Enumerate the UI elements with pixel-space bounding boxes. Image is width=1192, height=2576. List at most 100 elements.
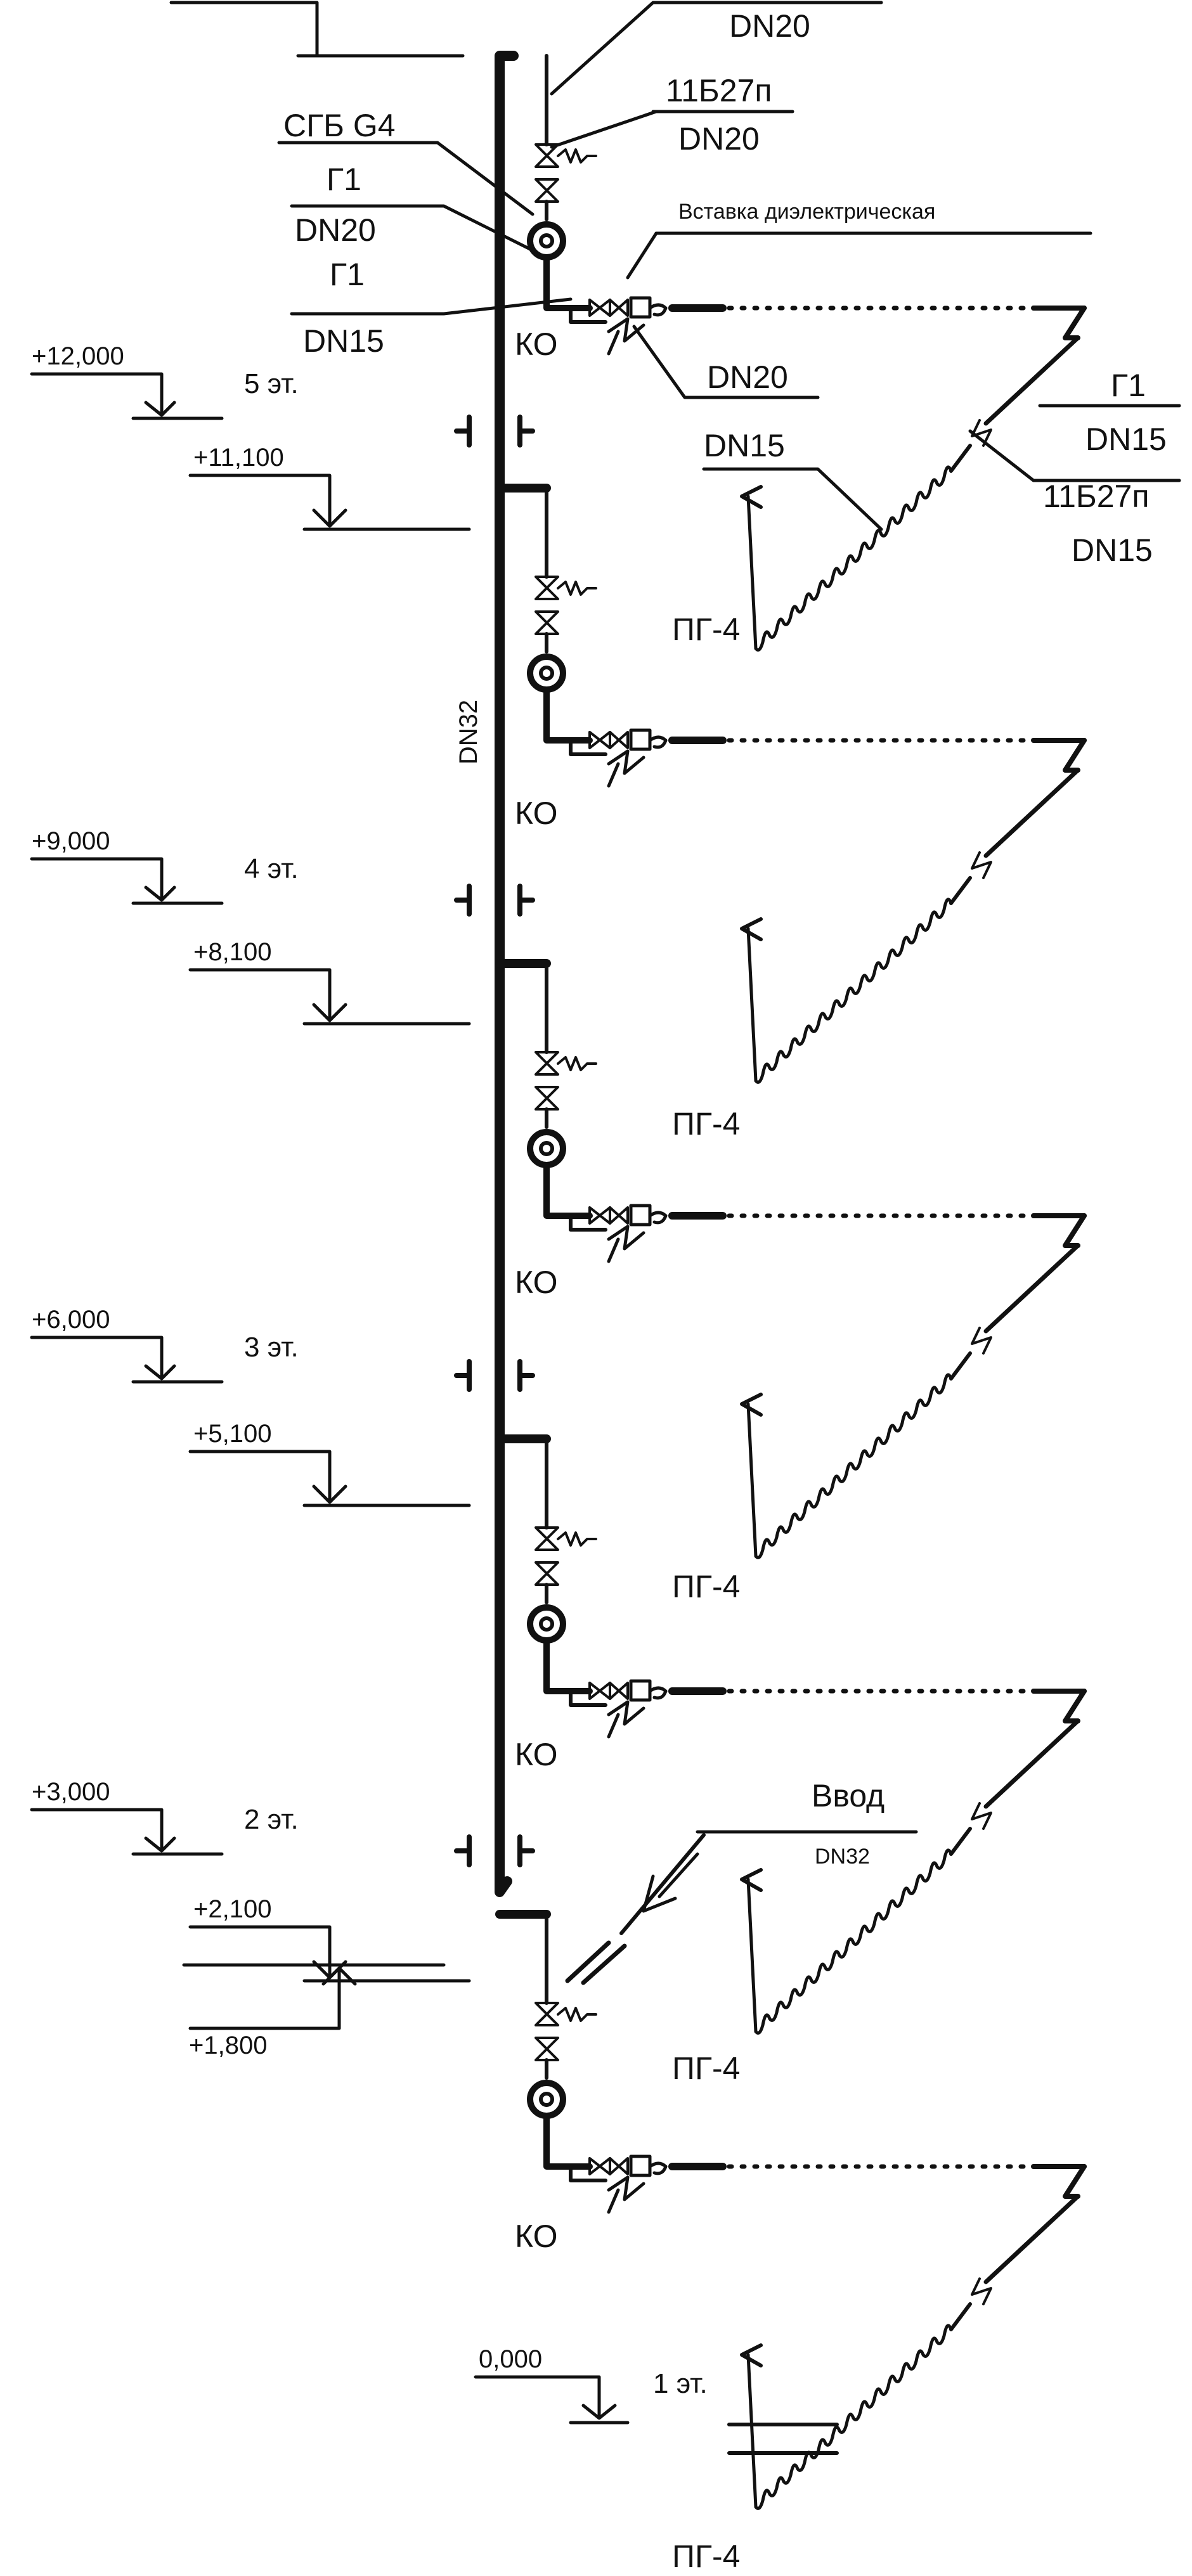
branch-5-to-stove bbox=[543, 2113, 593, 2170]
branch-4-diag-valve-icon bbox=[971, 1802, 992, 1830]
ko-label-5: КО bbox=[515, 2219, 557, 2254]
g1-leader bbox=[290, 204, 541, 255]
branch-3-valve4-icon bbox=[609, 1206, 629, 1225]
branch-3-meter-icon bbox=[527, 1129, 566, 1168]
dn15-pipe-label: DN15 bbox=[704, 428, 785, 463]
dn15-pipe-leader bbox=[702, 467, 883, 531]
floor-marker-1-icon bbox=[30, 372, 224, 420]
sgb-leader bbox=[277, 141, 534, 216]
branch-1-spring-icon bbox=[557, 148, 597, 164]
branch-1-flex-hose bbox=[754, 465, 953, 652]
branch-2-diag-seg bbox=[949, 876, 972, 905]
dn15-right-label: DN15 bbox=[1085, 422, 1167, 457]
branch-3-insert-icon bbox=[629, 1204, 652, 1227]
branch-5-ko-hose2 bbox=[607, 2188, 620, 2214]
dn20-valve-label: DN20 bbox=[678, 121, 760, 157]
inlet-label: Ввод bbox=[812, 1778, 884, 1813]
valve-type-label: 11Б27п bbox=[666, 73, 772, 108]
branch-5-ko-hose bbox=[607, 2175, 645, 2201]
branch-2-to-stove bbox=[543, 686, 593, 744]
branch-4-ko-bracket bbox=[569, 1689, 607, 1707]
branch-4-to-stove bbox=[543, 1637, 593, 1694]
branch-1-ko-hose2 bbox=[607, 330, 620, 356]
branch-2-ko-bracket bbox=[569, 738, 607, 756]
ceiling-marker-3-icon bbox=[188, 1450, 471, 1507]
branch-1-valve4-icon bbox=[609, 299, 629, 317]
floor-name-2: 4 эт. bbox=[244, 853, 299, 884]
inlet-pipe bbox=[619, 1833, 706, 1935]
riser-clamp-1b-icon bbox=[517, 415, 535, 448]
branch-4-ko-hose bbox=[607, 1700, 645, 1726]
branch-2-heater-arrow-icon bbox=[740, 917, 763, 941]
ceiling-marker-1-icon bbox=[188, 473, 471, 531]
floor-name-4: 2 эт. bbox=[244, 1804, 299, 1835]
ceiling-marker-2-icon bbox=[188, 968, 471, 1026]
branch-4-heater-arrow-icon bbox=[740, 1868, 763, 1892]
branch-1-valve-icon bbox=[534, 143, 559, 168]
inlet-arrow-shaft bbox=[658, 1852, 699, 1898]
branch-2-meter-inner-icon bbox=[539, 666, 554, 681]
branch-5-diag-valve-icon bbox=[971, 2277, 992, 2305]
branch-3-ko-hose2 bbox=[607, 1237, 620, 1263]
branch-4-insert-end bbox=[648, 1686, 668, 1700]
valve-right-label: 11Б27п bbox=[1043, 479, 1149, 514]
ground-hatch-icon bbox=[727, 2423, 839, 2455]
branch-2-diag-pipe bbox=[983, 768, 1080, 858]
branch-5-break-icon bbox=[1063, 2164, 1087, 2199]
diagram-lines bbox=[30, 1, 1181, 2510]
floor-marker-4-icon bbox=[30, 1808, 224, 1856]
branch-1-insert-icon bbox=[629, 296, 652, 319]
branch-2-spring-icon bbox=[557, 581, 597, 596]
branch-2-diag-valve-icon bbox=[971, 851, 992, 879]
branch-4-heater-line bbox=[746, 1877, 758, 2033]
floor-elev-5: 0,000 bbox=[479, 2345, 542, 2373]
g1b-label: Г1 bbox=[330, 257, 365, 292]
branch-1-valve2-icon bbox=[534, 178, 559, 203]
branch-2-insert-icon bbox=[629, 728, 652, 751]
dn20-bot-label: DN20 bbox=[707, 359, 788, 395]
branch-3-meter-inner-icon bbox=[539, 1141, 554, 1156]
floor-name-1: 5 эт. bbox=[244, 368, 299, 399]
branch-3-ko-hose bbox=[607, 1225, 645, 1251]
branch-5-spring-icon bbox=[557, 2007, 597, 2022]
branch-5-diag-seg bbox=[949, 2302, 972, 2331]
riser-clamp-1-icon bbox=[454, 415, 472, 448]
branch-1-meter-inner-icon bbox=[539, 233, 554, 248]
branch-1-diag-pipe bbox=[983, 335, 1080, 426]
floor-elev-1: +12,000 bbox=[32, 342, 124, 370]
branch-4-diag-seg bbox=[949, 1827, 972, 1856]
branch-1-break-icon bbox=[1063, 306, 1087, 340]
g1-right-label: Г1 bbox=[1111, 368, 1146, 403]
branch-3-heater-line bbox=[746, 1402, 758, 1558]
branch-3-heater-arrow-icon bbox=[740, 1393, 763, 1417]
branch-2-flex-hose bbox=[754, 898, 953, 1084]
top-left-marker bbox=[169, 1, 465, 58]
branch-5-valve2-icon bbox=[534, 2037, 559, 2061]
riser-clamp-4-icon bbox=[454, 1834, 472, 1867]
dn20-label: DN20 bbox=[295, 212, 376, 248]
branch-2-ko-hose bbox=[607, 749, 645, 775]
branch-3-spring-icon bbox=[557, 1056, 597, 1071]
branch-2-valve-icon bbox=[534, 576, 559, 600]
branch-1-heater-line bbox=[746, 494, 758, 650]
riser-clamp-2-icon bbox=[454, 884, 472, 917]
branch-5-meter-inner-icon bbox=[539, 2092, 554, 2107]
branch-3-to-stove bbox=[543, 1162, 593, 1219]
branch-4-valve2-icon bbox=[534, 1561, 559, 1586]
g1b-leader bbox=[290, 297, 573, 316]
valve-type-leader bbox=[550, 110, 658, 149]
dn15-right2-label: DN15 bbox=[1072, 532, 1153, 568]
diagram-labels: DN32КОПГ-4КОПГ-4КОПГ-4КОПГ-4КОПГ-4DN2011… bbox=[32, 8, 1167, 2574]
branch-1-ko-bracket bbox=[569, 306, 607, 324]
branch-3-valve2-icon bbox=[534, 1086, 559, 1111]
branch-2-valve4-icon bbox=[609, 731, 629, 749]
floor-name-3: 3 эт. bbox=[244, 1332, 299, 1363]
branch-4-insert-icon bbox=[629, 1679, 652, 1702]
branch-2-insert-end bbox=[648, 735, 668, 749]
pg-label-2: ПГ-4 bbox=[672, 1106, 740, 1142]
floor-elev-3: +6,000 bbox=[32, 1306, 110, 1334]
branch-3-valve-icon bbox=[534, 1051, 559, 1076]
branch-3-diag-valve-icon bbox=[971, 1327, 992, 1355]
branch-2-valve2-icon bbox=[534, 610, 559, 635]
